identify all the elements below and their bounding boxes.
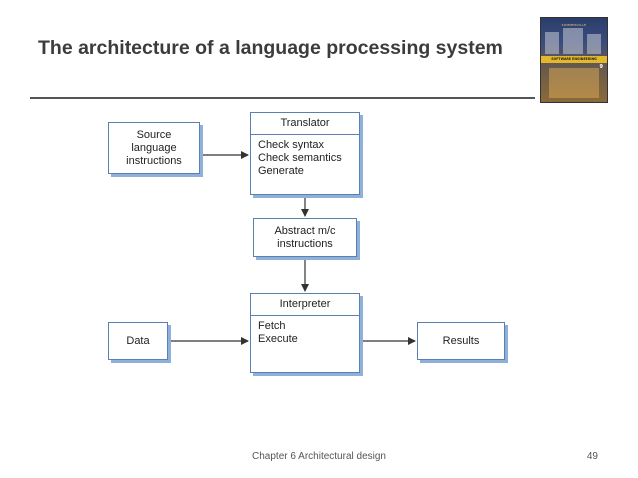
translator-item: Check syntax (258, 139, 325, 151)
data-box: Data (108, 322, 168, 360)
cover-building-shape (545, 32, 559, 54)
source-line: instructions (126, 154, 182, 167)
translator-header: Translator (251, 113, 359, 135)
data-label: Data (126, 334, 150, 347)
title-divider (30, 97, 535, 99)
abstract-instructions-box: Abstract m/c instructions (253, 218, 357, 257)
translator-item: Generate (258, 165, 304, 177)
interpreter-item: Execute (258, 333, 298, 345)
interpreter-header: Interpreter (251, 294, 359, 316)
diagram-arrows (168, 151, 416, 345)
source-line: language (131, 141, 177, 154)
interpreter-item: Fetch (258, 320, 286, 332)
architecture-diagram: Source language instructions Translator … (100, 105, 520, 395)
book-edition: 9 (599, 64, 603, 70)
book-author: SOMMERVILLE (561, 23, 587, 27)
translator-box: Translator Check syntax Check semantics … (250, 112, 360, 195)
book-title-band (541, 56, 607, 63)
abstract-line: Abstract m/c (274, 224, 336, 237)
cover-building-shape (563, 28, 583, 54)
book-title: SOFTWARE ENGINEERING (551, 57, 597, 61)
source-line: Source (136, 128, 172, 141)
slide-footer: Chapter 6 Architectural design (252, 451, 386, 462)
source-language-box: Source language instructions (108, 122, 200, 174)
interpreter-box: Interpreter Fetch Execute (250, 293, 360, 373)
book-cover-image: SOMMERVILLE SOFTWARE ENGINEERING 9 (540, 17, 608, 103)
slide-title: The architecture of a language processin… (38, 37, 503, 59)
results-box: Results (417, 322, 505, 360)
cover-building-shape (549, 68, 599, 98)
results-label: Results (442, 334, 480, 347)
cover-building-shape (587, 34, 601, 54)
abstract-line: instructions (277, 237, 333, 250)
translator-item: Check semantics (258, 152, 342, 164)
page-number: 49 (586, 451, 598, 462)
